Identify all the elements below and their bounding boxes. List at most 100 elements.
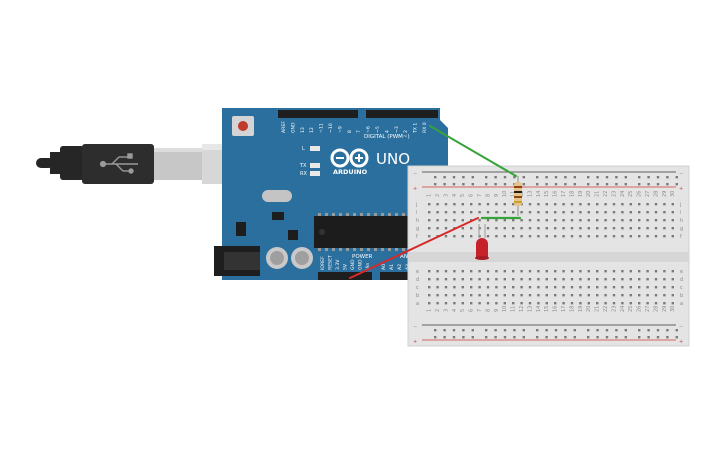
- digital-pin-label-6: ~9: [337, 126, 343, 133]
- row-letter-e-right: e: [680, 269, 683, 275]
- column-number-28-top: 28: [653, 191, 659, 197]
- digital-pin-label-13: 2: [403, 130, 409, 133]
- column-number-13-top: 13: [527, 191, 533, 197]
- row-letter-c-left: c: [416, 285, 419, 291]
- column-number-4-top: 4: [452, 194, 458, 197]
- top-rail-plus-right: +: [679, 186, 683, 192]
- column-number-8-bottom: 8: [485, 309, 491, 312]
- analog-header[interactable]: [380, 272, 430, 280]
- column-number-1-top: 1: [427, 194, 433, 197]
- green-wire[interactable]: [429, 125, 517, 177]
- column-number-14-bottom: 14: [536, 306, 542, 312]
- analog-pin-label-0: A0: [381, 264, 387, 270]
- digital-pin-label-10: ~5: [375, 126, 381, 133]
- column-number-24-bottom: 24: [620, 306, 626, 312]
- capacitor-right: [291, 247, 313, 269]
- usb-icon: [99, 153, 138, 174]
- column-number-18-top: 18: [569, 191, 575, 197]
- digital-pin-label-9: ~6: [366, 126, 372, 133]
- column-number-17-bottom: 17: [561, 306, 567, 312]
- resistor[interactable]: [514, 176, 522, 216]
- row-letter-h-left: h: [416, 218, 419, 224]
- digital-pin-label-5: ~10: [328, 123, 334, 133]
- top-rail-plus-left: +: [413, 186, 417, 192]
- digital-pin-label-4: ~11: [319, 123, 325, 133]
- column-number-26-top: 26: [637, 191, 643, 197]
- column-number-1-bottom: 1: [427, 309, 433, 312]
- led-tx: [310, 163, 320, 168]
- column-number-17-top: 17: [561, 191, 567, 197]
- row-letter-a-left: a: [416, 301, 419, 307]
- row-letter-b-right: b: [680, 293, 683, 299]
- power-pin-label-0: IOREF: [320, 256, 326, 270]
- digital-pin-label-2: 13: [300, 127, 306, 133]
- red-wire[interactable]: [349, 217, 479, 279]
- digital-pin-label-3: 12: [309, 127, 315, 133]
- brand-label: ARDUINO: [333, 168, 368, 176]
- atmega-chip: [314, 213, 414, 251]
- row-letter-g-right: g: [680, 226, 683, 232]
- crystal-oscillator: [262, 190, 292, 202]
- led-l: [310, 146, 320, 151]
- led-l-label: L: [302, 146, 305, 152]
- column-number-27-bottom: 27: [645, 306, 651, 312]
- column-number-5-bottom: 5: [460, 309, 466, 312]
- row-letter-c-right: c: [680, 285, 683, 291]
- row-letter-b-left: b: [416, 293, 419, 299]
- reset-button[interactable]: [232, 116, 254, 136]
- analog-pin-label-2: A2: [397, 264, 403, 270]
- column-number-2-bottom: 2: [435, 309, 441, 312]
- center-channel: [408, 252, 689, 262]
- usb-cable[interactable]: [36, 144, 254, 184]
- row-letter-g-left: g: [416, 226, 419, 232]
- power-pin-label-3: 5V: [343, 263, 349, 270]
- digital-header-right[interactable]: [366, 110, 438, 118]
- top-rail-minus-right: −: [679, 171, 683, 177]
- column-number-23-bottom: 23: [611, 306, 617, 312]
- row-letter-i-right: i: [680, 210, 681, 216]
- column-number-16-bottom: 16: [553, 306, 559, 312]
- column-number-11-top: 11: [511, 191, 517, 197]
- column-number-20-top: 20: [586, 191, 592, 197]
- column-number-21-bottom: 21: [595, 306, 601, 312]
- arduino-uno-board[interactable]: L TX RX UNO ARDUINO DIGITAL (PWM~) POWER…: [214, 108, 448, 280]
- column-number-30-top: 30: [670, 191, 676, 197]
- digital-pin-label-1: GND: [290, 122, 296, 133]
- row-letter-j-right: j: [679, 202, 681, 208]
- analog-pin-label-1: A1: [389, 264, 395, 270]
- digital-pin-label-14: TX 1: [413, 123, 419, 134]
- digital-pin-label-11: 4: [384, 130, 390, 133]
- column-number-21-top: 21: [595, 191, 601, 197]
- power-header[interactable]: [318, 272, 372, 280]
- column-number-10-bottom: 10: [502, 306, 508, 312]
- row-letter-i-left: i: [416, 210, 417, 216]
- column-number-30-bottom: 30: [670, 306, 676, 312]
- digital-label: DIGITAL (PWM~): [364, 134, 410, 140]
- column-number-25-bottom: 25: [628, 306, 634, 312]
- column-number-15-top: 15: [544, 191, 550, 197]
- row-letter-j-left: j: [415, 202, 417, 208]
- column-number-3-bottom: 3: [443, 309, 449, 312]
- column-number-5-top: 5: [460, 194, 466, 197]
- digital-pin-label-8: 7: [356, 130, 362, 133]
- row-letter-e-left: e: [416, 269, 419, 275]
- digital-pin-label-15: RX 0: [422, 122, 428, 133]
- column-number-25-top: 25: [628, 191, 634, 197]
- column-number-10-top: 10: [502, 191, 508, 197]
- column-number-2-top: 2: [435, 194, 441, 197]
- column-number-8-top: 8: [485, 194, 491, 197]
- column-number-29-bottom: 29: [662, 306, 668, 312]
- column-number-6-top: 6: [469, 194, 475, 197]
- column-number-28-bottom: 28: [653, 306, 659, 312]
- column-number-26-bottom: 26: [637, 306, 643, 312]
- digital-header-left[interactable]: [278, 110, 358, 118]
- column-number-3-top: 3: [443, 194, 449, 197]
- red-led[interactable]: [475, 224, 489, 260]
- column-number-7-top: 7: [477, 194, 483, 197]
- capacitor-left: [266, 247, 288, 269]
- bottom-rail-plus-left: +: [413, 339, 417, 345]
- row-letter-d-left: d: [416, 277, 419, 283]
- led-rx: [310, 171, 320, 176]
- column-number-9-bottom: 9: [494, 309, 500, 312]
